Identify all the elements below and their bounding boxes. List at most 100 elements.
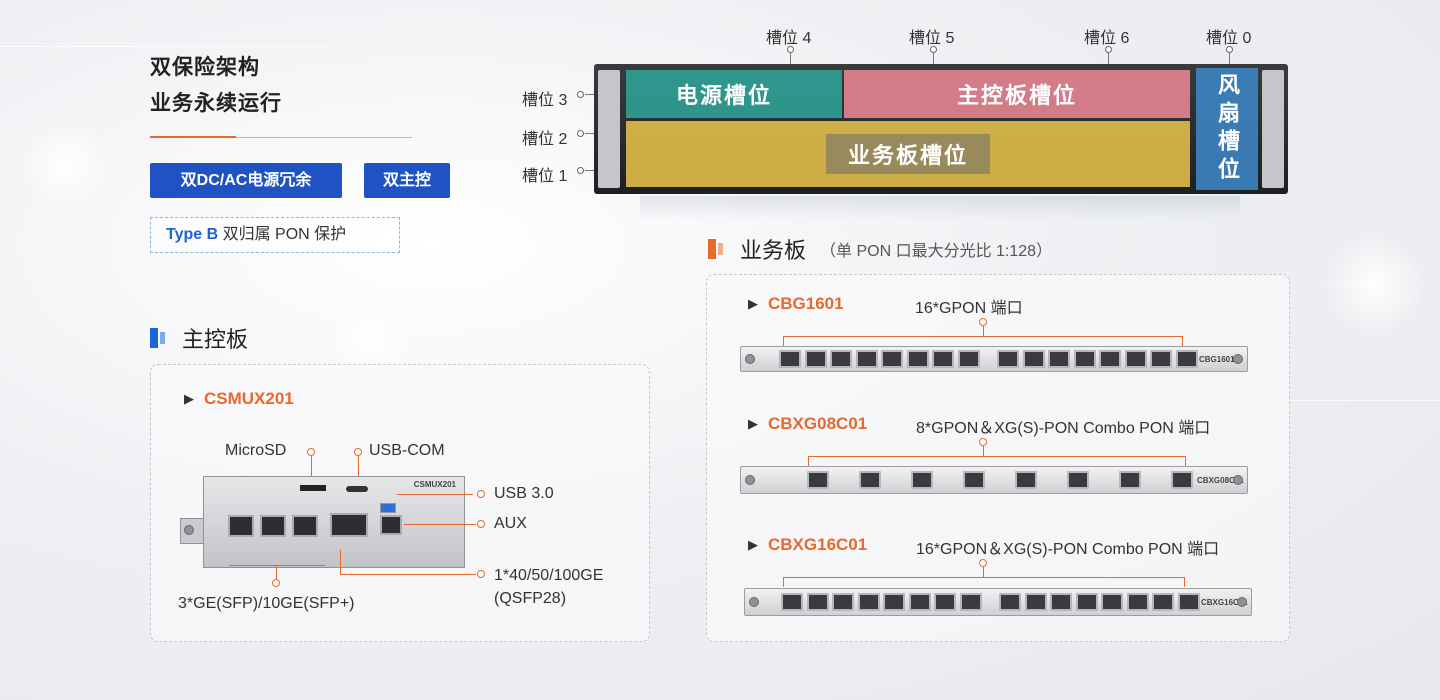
pon-port bbox=[957, 350, 980, 368]
background-line bbox=[0, 46, 330, 47]
callout-dot bbox=[354, 448, 362, 456]
label-aux: AUX bbox=[494, 515, 527, 532]
pon-port bbox=[934, 593, 956, 611]
triangle-icon: ▶ bbox=[184, 391, 194, 406]
slot-label-4: 槽位 4 bbox=[766, 30, 812, 47]
pon-port bbox=[1099, 350, 1121, 368]
callout-line bbox=[983, 567, 984, 577]
callout-line bbox=[340, 550, 341, 574]
usb-c-port bbox=[346, 486, 368, 492]
callout-line bbox=[404, 524, 476, 525]
screw bbox=[1233, 475, 1243, 485]
background-line bbox=[380, 250, 600, 251]
screw bbox=[745, 354, 755, 364]
pon-port bbox=[906, 350, 929, 368]
screw bbox=[184, 525, 194, 535]
callout-line bbox=[311, 456, 312, 482]
callout-bracket bbox=[783, 336, 784, 346]
screw bbox=[749, 597, 759, 607]
card-description: 16*GPON＆XG(S)-PON Combo PON 端口 bbox=[916, 541, 1220, 558]
main-board-image: CSMUX201 bbox=[203, 476, 465, 568]
screw bbox=[745, 475, 755, 485]
pon-port bbox=[806, 593, 829, 611]
pon-port bbox=[1050, 593, 1072, 611]
typeb-text: 双归属 PON 保护 bbox=[218, 226, 347, 243]
card-description: 16*GPON 端口 bbox=[915, 300, 1023, 317]
card-model: ▶ CBXG16C01 bbox=[748, 535, 867, 555]
label-qsfp-line-1: 1*40/50/100GE bbox=[494, 567, 604, 584]
section-bar-icon bbox=[150, 328, 168, 348]
headline: 双保险架构 业务永续运行 bbox=[150, 50, 282, 122]
triangle-icon: ▶ bbox=[748, 416, 758, 431]
card-image-cbxg16c01: CBXG16C01 bbox=[744, 588, 1252, 616]
callout-line bbox=[229, 565, 325, 566]
callout-dot bbox=[787, 46, 794, 53]
headline-line-1: 双保险架构 bbox=[150, 56, 260, 79]
callout-line bbox=[933, 53, 934, 67]
aux-port bbox=[380, 515, 402, 535]
service-slot-overlay: 业务板槽位 bbox=[825, 134, 990, 174]
callout-dot bbox=[577, 167, 584, 174]
callout-line bbox=[397, 494, 473, 495]
control-slot-overlay: 主控板槽位 bbox=[844, 70, 1190, 118]
badge-dual-power: 双DC/AC电源冗余 bbox=[150, 163, 342, 198]
pon-port bbox=[1022, 350, 1045, 368]
badge-dual-control: 双主控 bbox=[364, 163, 450, 198]
rack-ear-right bbox=[1262, 70, 1284, 188]
pon-port bbox=[804, 350, 827, 368]
callout-bracket bbox=[783, 336, 1183, 337]
callout-dot bbox=[477, 570, 485, 578]
card-silk: CBXG08C01 bbox=[1197, 476, 1244, 485]
divider bbox=[150, 137, 412, 138]
pon-port bbox=[1177, 593, 1200, 611]
slot-label-6: 槽位 6 bbox=[1084, 30, 1130, 47]
pon-port bbox=[911, 471, 933, 489]
callout-dot bbox=[930, 46, 937, 53]
callout-bracket bbox=[1184, 577, 1185, 587]
label-ge-ports: 3*GE(SFP)/10GE(SFP+) bbox=[178, 595, 355, 612]
service-slot-area: 业务板槽位 bbox=[626, 121, 1190, 187]
label-qsfp-line-2: (QSFP28) bbox=[494, 590, 567, 607]
callout-bracket bbox=[783, 577, 1185, 578]
service-board-section-title: 业务板 （单 PON 口最大分光比 1:128） bbox=[708, 233, 1052, 265]
pon-port bbox=[855, 350, 878, 368]
callout-line bbox=[790, 53, 791, 67]
pon-port bbox=[1075, 593, 1098, 611]
slot-label-1: 槽位 1 bbox=[522, 168, 568, 185]
microsd-slot bbox=[300, 485, 326, 491]
pon-port bbox=[779, 350, 801, 368]
callout-bracket bbox=[808, 456, 1186, 457]
callout-line bbox=[983, 326, 984, 336]
chassis-image: 电源槽位 主控板槽位 业务板槽位 风扇槽位 bbox=[594, 64, 1288, 194]
chassis-reflection bbox=[640, 196, 1240, 220]
callout-line bbox=[1108, 53, 1109, 67]
callout-dot bbox=[307, 448, 315, 456]
callout-dot bbox=[272, 579, 280, 587]
callout-dot bbox=[477, 490, 485, 498]
service-board-title: 业务板 bbox=[740, 238, 807, 263]
divider-accent bbox=[150, 136, 236, 138]
card-silk: CBG1601 bbox=[1199, 355, 1235, 364]
pon-port bbox=[932, 350, 954, 368]
pon-port bbox=[1150, 350, 1172, 368]
main-board-title: 主控板 bbox=[182, 327, 249, 352]
triangle-icon: ▶ bbox=[748, 537, 758, 552]
card-image-cbxg08c01: CBXG08C01 bbox=[740, 466, 1248, 494]
callout-bracket bbox=[808, 456, 809, 466]
background-glow bbox=[1320, 230, 1430, 340]
sfp-port-2 bbox=[260, 515, 286, 537]
background-line bbox=[1290, 400, 1440, 401]
rack-ear-left bbox=[598, 70, 620, 188]
slot-label-5: 槽位 5 bbox=[909, 30, 955, 47]
label-microsd: MicroSD bbox=[225, 442, 287, 459]
card-model-name: CBXG08C01 bbox=[768, 414, 868, 433]
callout-dot bbox=[979, 318, 987, 326]
usb3-port bbox=[380, 503, 396, 513]
slot-label-0: 槽位 0 bbox=[1206, 30, 1252, 47]
pon-port bbox=[1048, 350, 1070, 368]
pon-port bbox=[1067, 471, 1089, 489]
pon-port bbox=[1015, 471, 1037, 489]
badge-typeb-protection: Type B 双归属 PON 保护 bbox=[150, 217, 400, 253]
service-board-panel bbox=[706, 274, 1290, 642]
label-usb-com: USB-COM bbox=[369, 442, 445, 459]
